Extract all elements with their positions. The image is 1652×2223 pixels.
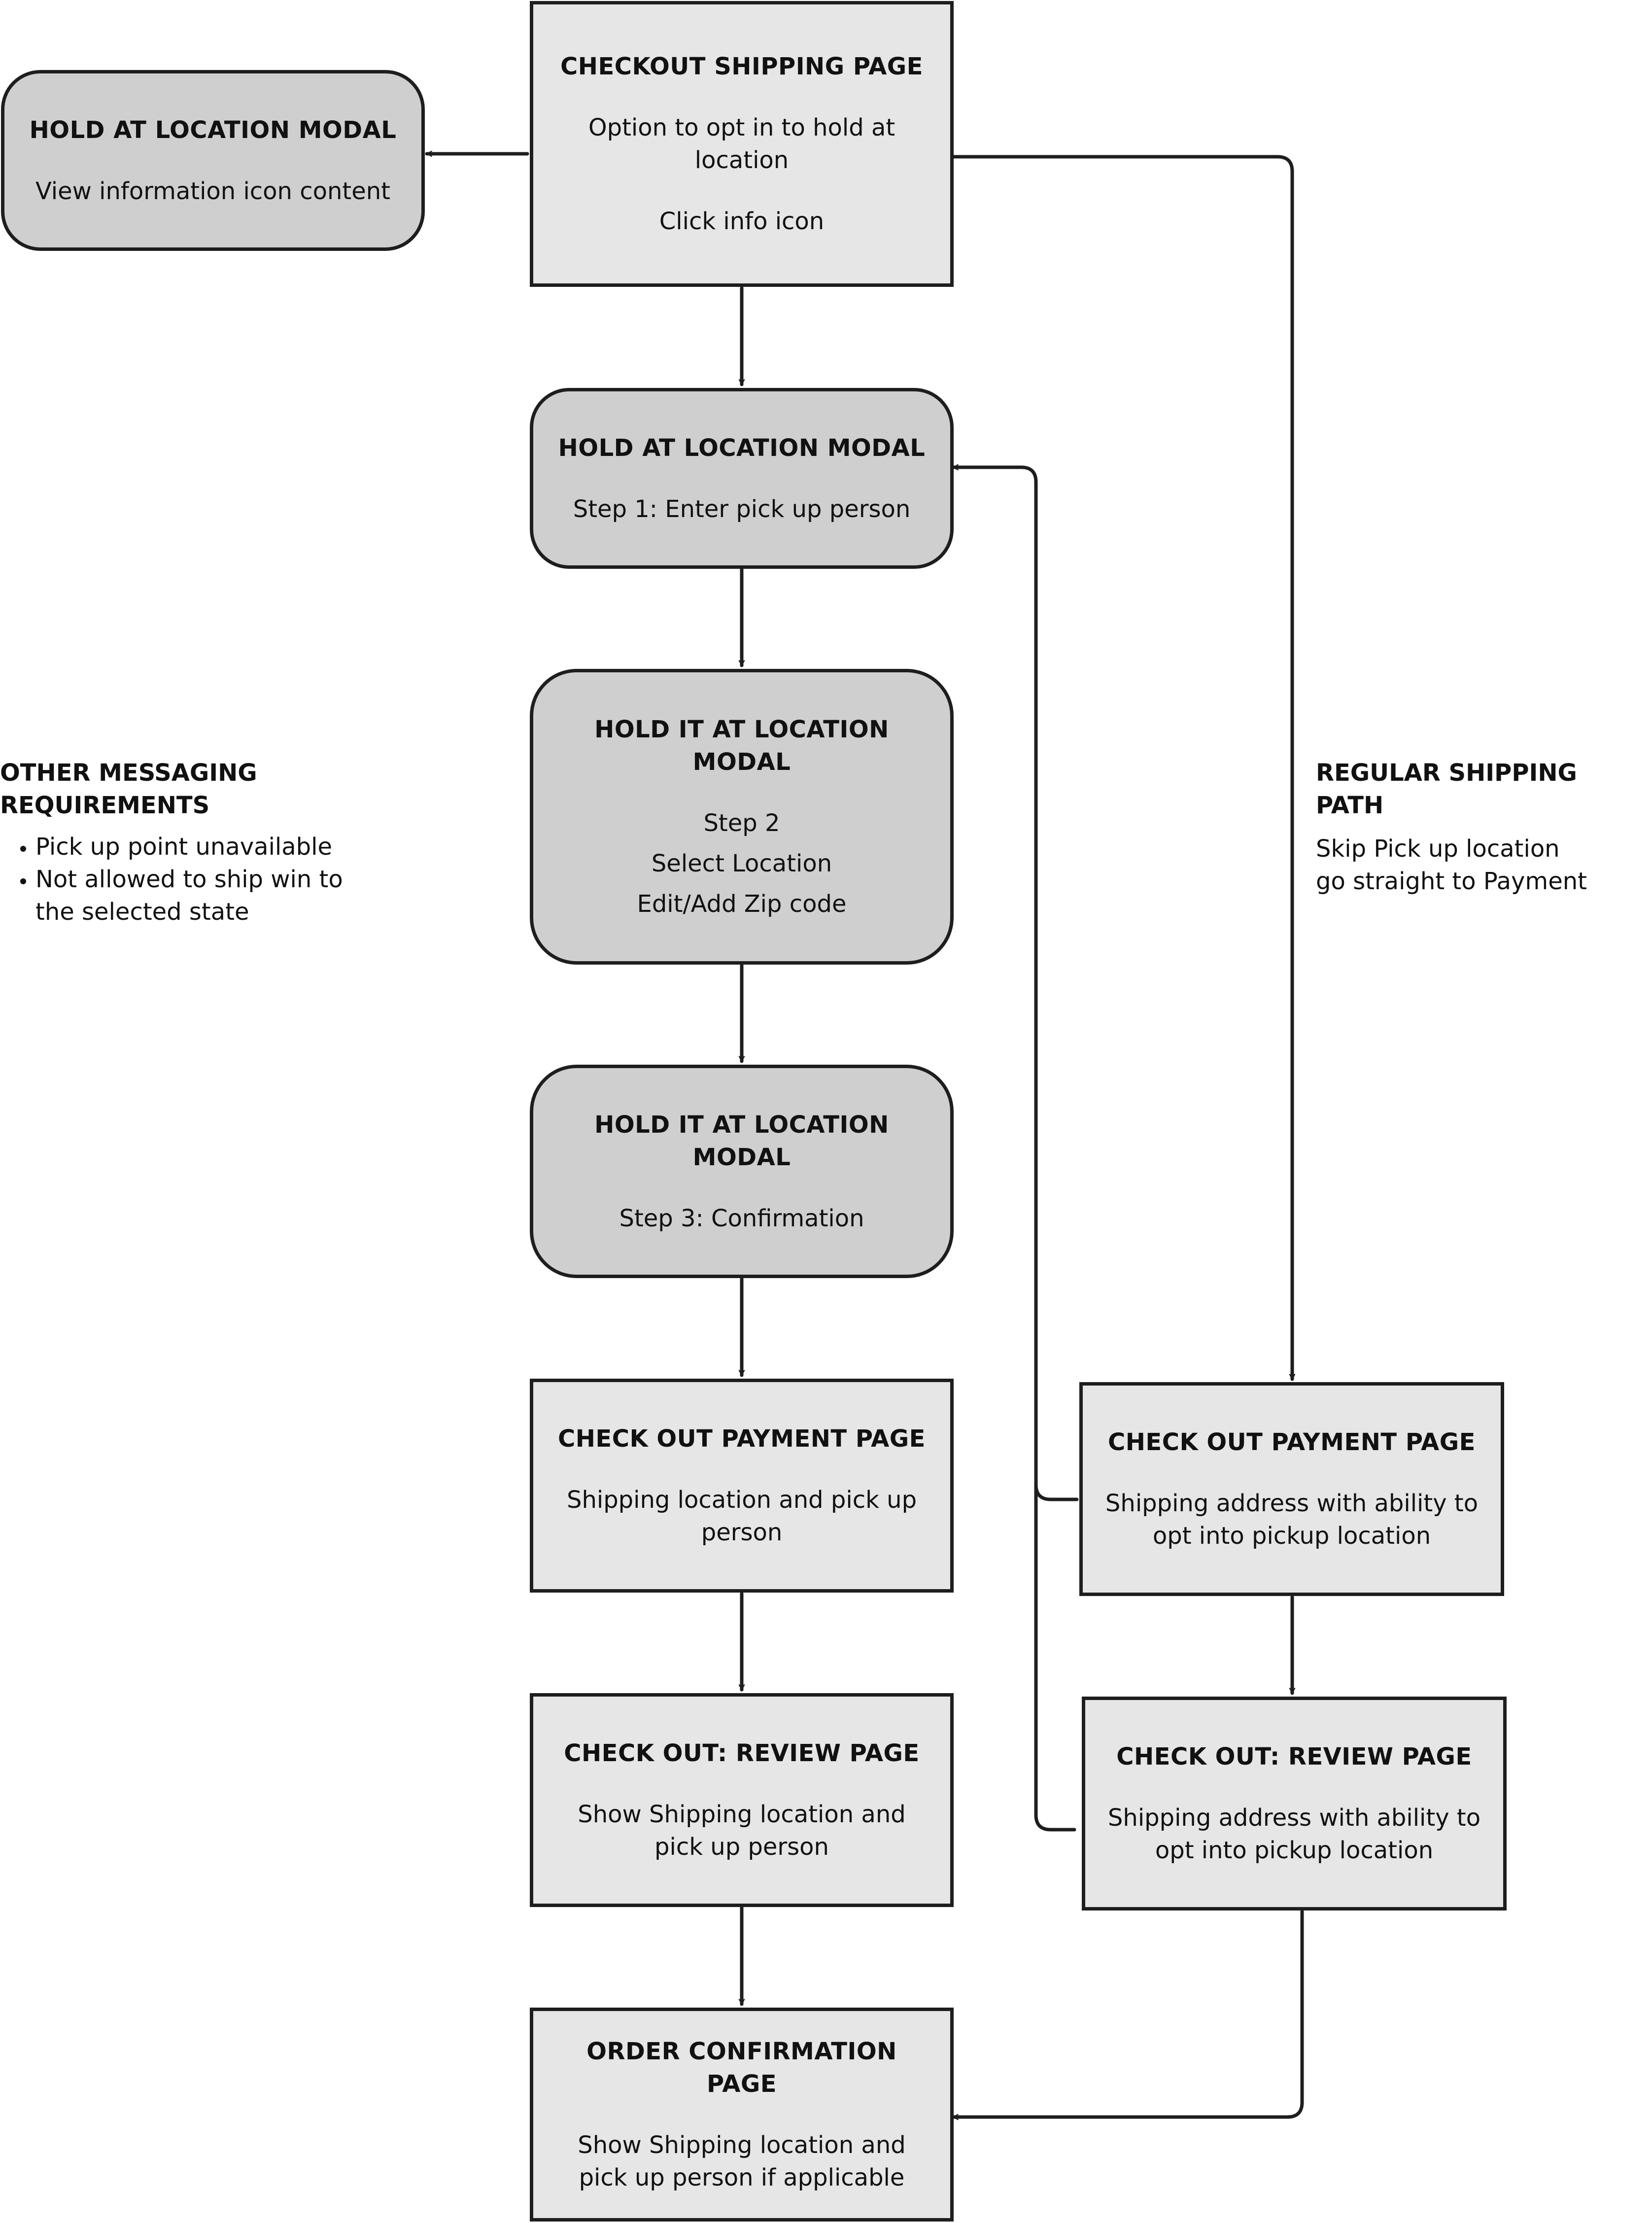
node-text: location: [694, 146, 789, 174]
node-hold-at-location-modal-step1: HOLD AT LOCATION MODAL Step 1: Enter pic…: [530, 388, 954, 569]
node-text: opt into pickup location: [1155, 1837, 1434, 1864]
node-text: Option to opt in to hold at: [588, 114, 895, 141]
note-list: Pick up point unavailable Not allowed to…: [0, 831, 444, 928]
note-list-item: Pick up point unavailable: [35, 831, 444, 863]
node-title: HOLD AT LOCATION MODAL: [558, 434, 926, 462]
node-text: View information icon content: [35, 177, 390, 205]
arrow-regular-payment-to-step1: [951, 467, 1079, 1501]
node-text: Select Location: [651, 850, 832, 877]
node-text: Click info icon: [659, 208, 825, 235]
node-hold-it-at-location-modal-step3: HOLD IT AT LOCATION MODAL Step 3: Confir…: [530, 1065, 954, 1278]
note-list-item: Not allowed to ship win to the selected …: [35, 863, 380, 928]
node-text: pick up person if applicable: [579, 2164, 905, 2191]
node-checkout-shipping-page: CHECKOUT SHIPPING PAGE Option to opt in …: [530, 1, 954, 287]
node-check-out-payment-page-hold: CHECK OUT PAYMENT PAGE Shipping location…: [530, 1379, 954, 1593]
node-text: pick up person: [654, 1833, 829, 1861]
node-text: Shipping location and pick up: [566, 1486, 917, 1514]
node-check-out-review-page-regular: CHECK OUT: REVIEW PAGE Shipping address …: [1082, 1697, 1507, 1910]
node-title: HOLD IT AT LOCATION: [594, 1111, 889, 1139]
node-text: Show Shipping location and: [578, 1801, 906, 1828]
node-title: ORDER CONFIRMATION PAGE: [586, 2038, 897, 2098]
node-title: HOLD AT LOCATION MODAL: [29, 116, 397, 144]
node-title: CHECK OUT PAYMENT PAGE: [558, 1425, 926, 1453]
node-check-out-review-page-hold: CHECK OUT: REVIEW PAGE Show Shipping loc…: [530, 1693, 954, 1907]
node-title: MODAL: [692, 748, 791, 776]
node-title: HOLD IT AT LOCATION: [594, 716, 889, 743]
node-title: CHECK OUT: REVIEW PAGE: [1116, 1743, 1472, 1771]
note-title: REGULAR SHIPPING PATH: [1316, 759, 1577, 819]
node-hold-it-at-location-modal-step2: HOLD IT AT LOCATION MODAL Step 2 Select …: [530, 669, 954, 965]
arrow-regular-shipping-path: [952, 155, 1292, 1381]
node-title: CHECKOUT SHIPPING PAGE: [560, 53, 923, 80]
node-hold-at-location-modal-info: HOLD AT LOCATION MODAL View information …: [1, 70, 425, 251]
arrow-regular-review-to-order-confirmation: [951, 1910, 1304, 2117]
node-text: person: [701, 1519, 783, 1546]
note-regular-shipping-path: REGULAR SHIPPING PATH Skip Pick up locat…: [1316, 757, 1641, 898]
node-title: MODAL: [692, 1143, 791, 1171]
node-text: opt into pickup location: [1152, 1522, 1431, 1550]
node-text: Shipping address with ability to: [1107, 1804, 1481, 1832]
node-text: Shipping address with ability to: [1105, 1490, 1479, 1517]
note-title: OTHER MESSAGING REQUIREMENTS: [0, 759, 257, 819]
note-text: go straight to Payment: [1316, 868, 1587, 895]
node-text: Show Shipping location and: [578, 2131, 906, 2159]
node-text: Step 3: Confirmation: [619, 1204, 864, 1232]
note-text: Skip Pick up location: [1316, 835, 1560, 863]
node-text: Step 2: [703, 809, 780, 837]
node-order-confirmation-page: ORDER CONFIRMATION PAGE Show Shipping lo…: [530, 2008, 954, 2222]
node-title: CHECK OUT PAYMENT PAGE: [1108, 1428, 1476, 1456]
connector-regular-review-to-step1: [1034, 1483, 1076, 1832]
node-text: Edit/Add Zip code: [637, 890, 847, 918]
node-check-out-payment-page-regular: CHECK OUT PAYMENT PAGE Shipping address …: [1079, 1382, 1504, 1596]
node-text: Step 1: Enter pick up person: [573, 495, 911, 523]
note-other-messaging-requirements: OTHER MESSAGING REQUIREMENTS Pick up poi…: [0, 757, 444, 928]
node-title: CHECK OUT: REVIEW PAGE: [564, 1739, 920, 1767]
